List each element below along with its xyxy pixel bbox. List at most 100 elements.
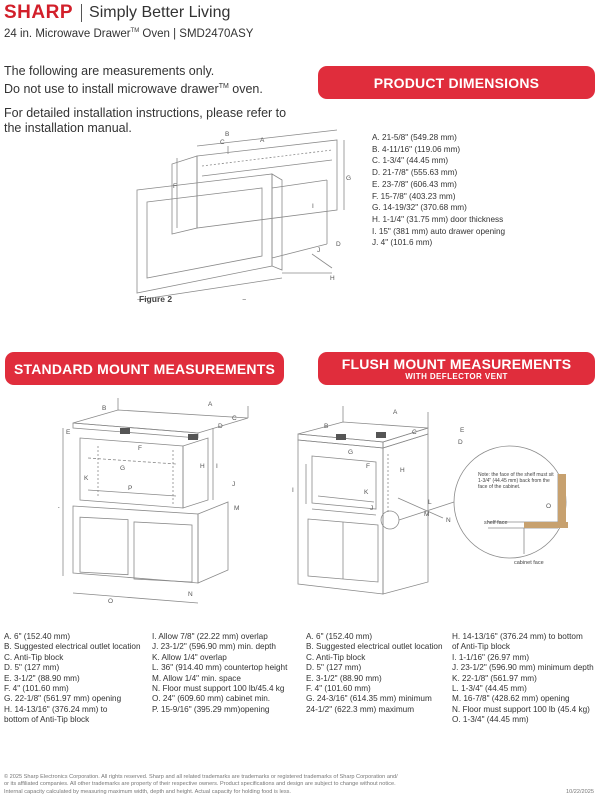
diagram-letter: I xyxy=(216,463,218,470)
list-item: N. Floor must support 100 lb/45.4 kg xyxy=(152,684,285,694)
diagram-letter: G xyxy=(120,465,125,472)
list-item: E. 23-7/8" (606.43 mm) xyxy=(372,179,457,189)
list-item: I. 1-1/16" (26.97 mm) xyxy=(452,652,530,662)
diagram-letter: D xyxy=(336,241,341,248)
list-item: I. Allow 7/8" (22.22 mm) overlap xyxy=(152,632,268,641)
diagram-letter: B xyxy=(102,405,106,412)
diagram-letter: F xyxy=(173,183,177,190)
list-item: of Anti-Tip block xyxy=(452,642,510,652)
flush-mount-list-2: H. 14-13/16" (376.24 mm) to bottom of An… xyxy=(452,632,600,726)
diagram-letter: K xyxy=(84,475,89,482)
diagram-letter: J xyxy=(317,247,320,254)
diagram-letter: C xyxy=(232,415,237,422)
diagram-letter: N xyxy=(188,591,193,598)
diagram-letter: F xyxy=(366,463,370,470)
list-item: G. 14-19/32" (370.68 mm) xyxy=(372,203,467,213)
list-item: J. 23-1/2" (596.90 mm) minimum depth xyxy=(452,663,594,673)
list-item: K. Allow 1/4" overlap xyxy=(152,652,227,662)
diagram-letter: H xyxy=(400,467,405,474)
diagram-letter: C xyxy=(412,429,417,436)
flush-mount-title: FLUSH MOUNT MEASUREMENTS xyxy=(341,356,572,372)
list-item: E. 3-1/2" (88.90 mm) xyxy=(4,673,80,683)
diagram-letter: G xyxy=(348,449,353,456)
list-item: G. 22-1/8" (561.97 mm) opening xyxy=(4,694,122,704)
diagram-letter: L xyxy=(58,503,60,510)
list-item: D. 5" (127 mm) xyxy=(306,663,362,673)
standard-mount-title: STANDARD MOUNT MEASUREMENTS xyxy=(13,360,276,377)
list-item: D. 5" (127 mm) xyxy=(4,663,60,673)
diagram-letter: J xyxy=(370,505,373,512)
diagram-letter: H xyxy=(200,463,205,470)
standard-mount-banner: STANDARD MOUNT MEASUREMENTS xyxy=(5,352,284,385)
diagram-letter: M xyxy=(424,511,429,518)
standard-mount-list-1: A. 6" (152.40 mm) B. Suggested electrica… xyxy=(4,632,154,726)
list-item: B. Suggested electrical outlet location xyxy=(306,642,443,652)
diagram-letter: I xyxy=(312,203,314,210)
standard-mount-list-2: I. Allow 7/8" (22.22 mm) overlap J. 23-1… xyxy=(152,632,302,715)
list-item: M. Allow 1/4" min. space xyxy=(152,673,241,683)
list-item: H. 14-13/16" (376.24 mm) to xyxy=(4,704,108,714)
diagram-letter: A xyxy=(208,401,213,408)
list-item: N. Floor must support 100 lb (45.4 kg) xyxy=(452,704,590,714)
intro-line1: The following are measurements only. xyxy=(4,64,215,78)
list-item: A. 6" (152.40 mm) xyxy=(4,632,71,641)
list-item: H. 1-1/4" (31.75 mm) door thickness xyxy=(372,214,504,224)
list-item: I. 15" (381 mm) auto drawer opening xyxy=(372,226,506,236)
flush-mount-note: Note: the face of the shelf must sit 1-3… xyxy=(478,472,554,490)
diagram-letter: G xyxy=(346,175,351,182)
intro-line3: For detailed installation instructions, … xyxy=(4,106,287,136)
list-item: G. 24-3/16" (614.35 mm) minimum xyxy=(306,694,432,704)
diagram-letter: K xyxy=(364,489,369,496)
diagram-letter: J xyxy=(232,481,235,488)
diagram-letter: C xyxy=(220,139,225,146)
footer-legal: © 2025 Sharp Electronics Corporation. Al… xyxy=(4,774,598,796)
flush-mount-banner: FLUSH MOUNT MEASUREMENTS WITH DEFLECTOR … xyxy=(318,352,595,385)
model-tm: TM xyxy=(130,28,140,35)
diagram-letter: E xyxy=(460,427,465,434)
model-line: 24 in. Microwave DrawerTM Oven | SMD2470… xyxy=(4,28,253,40)
list-item: C. Anti-Tip block xyxy=(306,652,366,662)
diagram-letter: N xyxy=(446,517,451,524)
standard-mount-diagram: A B C D E F G H I J K L M N O P xyxy=(58,398,249,605)
list-item: E. 3-1/2" (88.90 mm) xyxy=(306,673,382,683)
list-item: F. 15-7/8" (403.23 mm) xyxy=(372,191,456,201)
model-prefix: 24 in. Microwave Drawer xyxy=(4,28,131,40)
list-item: K. 22-1/8" (561.97 mm) xyxy=(452,673,537,683)
flush-mount-subtitle: WITH DEFLECTOR VENT xyxy=(405,372,508,381)
header-divider xyxy=(81,4,83,22)
footer-line: or its affiliated companies. All other t… xyxy=(4,781,396,788)
list-item: A. 6" (152.40 mm) xyxy=(306,632,373,641)
list-item: O. 24" (609.60 mm) cabinet min. xyxy=(152,694,271,704)
diagram-letter: E xyxy=(66,429,71,436)
list-item: H. 14-13/16" (376.24 mm) to bottom xyxy=(452,632,583,641)
list-item: L. 1-3/4" (44.45 mm) xyxy=(452,684,527,694)
cabinet-face-label: cabinet face xyxy=(514,560,544,566)
diagram-letter: D xyxy=(458,439,463,446)
list-item: D. 21-7/8" (555.63 mm) xyxy=(372,168,458,178)
diagram-letter: M xyxy=(234,505,239,512)
diagram-letter: P xyxy=(128,485,132,492)
intro-line2: Do not use to install microwave drawerTM… xyxy=(4,82,263,97)
footer-line: © 2025 Sharp Electronics Corporation. Al… xyxy=(4,774,398,780)
diagram-letter: A xyxy=(393,409,398,416)
list-item: B. Suggested electrical outlet location xyxy=(4,642,141,652)
figure-label: Figure 2 xyxy=(139,294,173,304)
diagram-letter: O xyxy=(546,503,551,510)
diagram-letter: I xyxy=(292,487,294,494)
list-item: J. 4" (101.6 mm) xyxy=(372,238,433,248)
list-item: L. 36" (914.40 mm) countertop height xyxy=(152,663,288,673)
footer-date: 10/22/2025 xyxy=(566,789,594,795)
list-item: F. 4" (101.60 mm) xyxy=(306,684,371,694)
diagram-letter: L xyxy=(428,499,432,506)
shelf-face-label: shelf face xyxy=(484,520,508,526)
list-item: 24-1/2" (622.3 mm) maximum xyxy=(306,704,415,714)
diagram-letter: B xyxy=(225,131,229,138)
diagram-letter: B xyxy=(324,423,328,430)
product-dimensions-banner: PRODUCT DIMENSIONS xyxy=(318,66,595,99)
footer-line: Internal capacity calculated by measurin… xyxy=(4,788,291,795)
flush-mount-list-1: A. 6" (152.40 mm) B. Suggested electrica… xyxy=(306,632,454,715)
product-dimensions-diagram: A B C D E F G H I J xyxy=(136,129,351,300)
diagram-letter: D xyxy=(218,423,223,430)
list-item: P. 15-9/16" (395.29 mm)opening xyxy=(152,704,270,714)
list-item: J. 23-1/2" (596.90 mm) min. depth xyxy=(152,642,276,652)
